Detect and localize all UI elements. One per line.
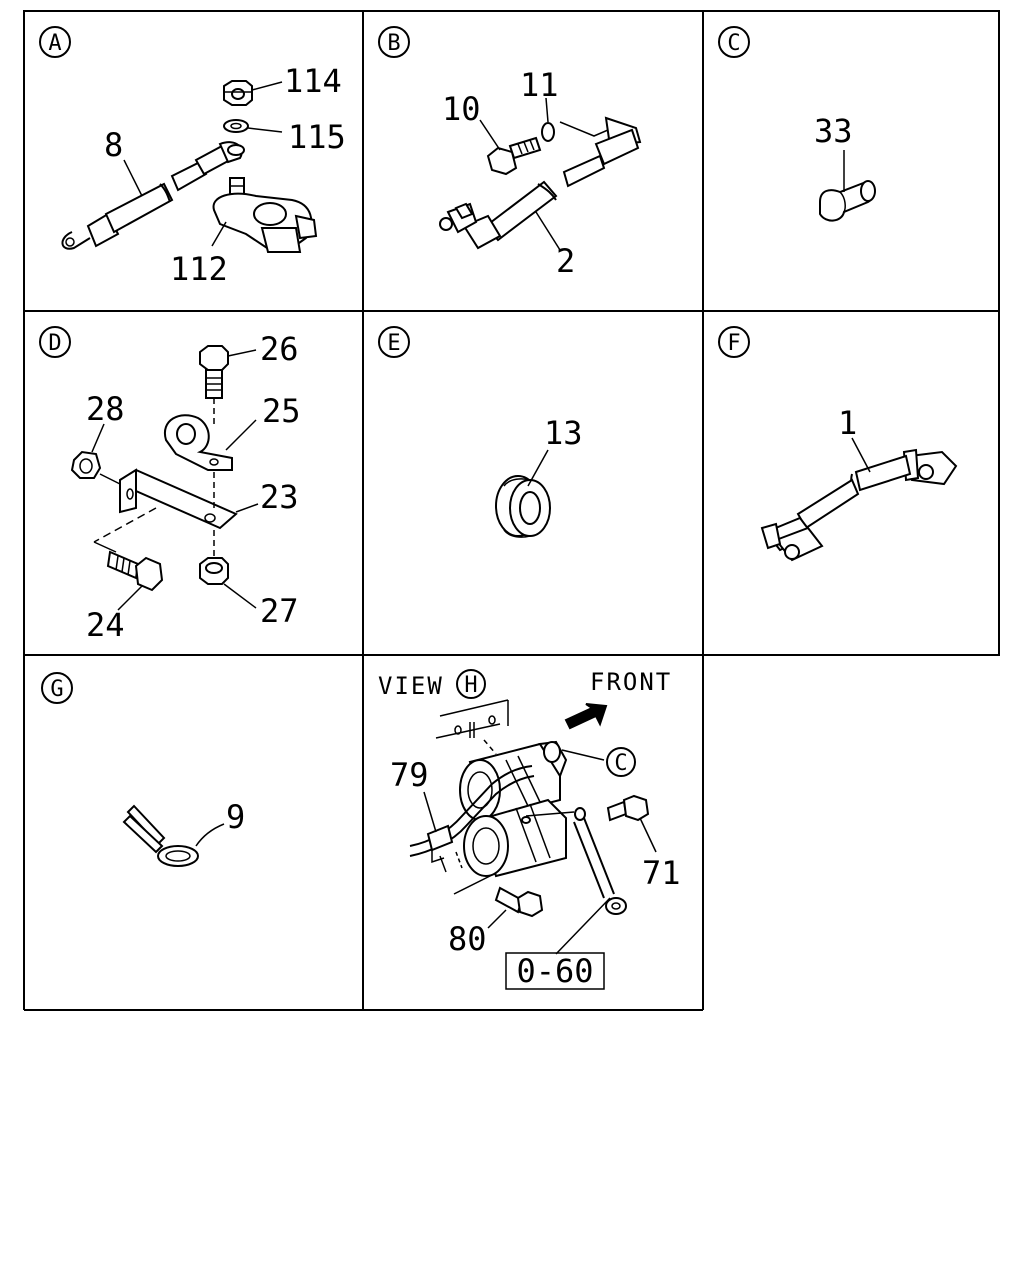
callout-g: G (50, 677, 63, 702)
callout-2: 2 (556, 242, 575, 280)
panel-d: 26 25 28 23 (70, 330, 301, 644)
callout-9: 9 (226, 798, 245, 836)
callout-10: 10 (442, 90, 481, 128)
cap-33-drawing (819, 180, 876, 222)
panel-e: 13 (495, 414, 583, 538)
callout-28: 28 (86, 390, 125, 428)
callout-b: B (387, 31, 400, 56)
callout-80: 80 (448, 920, 487, 958)
panel-a: 114 115 8 (61, 62, 346, 288)
panel-c-badge: C (718, 26, 750, 58)
panel-b: 10 11 2 (439, 66, 642, 280)
nut-27-drawing (199, 557, 229, 585)
panel-grid (23, 10, 1000, 1011)
callout-c: C (727, 31, 740, 56)
nut-28-drawing (70, 450, 102, 479)
callout-115: 115 (288, 118, 346, 156)
bolt-24-drawing (106, 550, 164, 592)
nut-114-drawing (223, 80, 253, 106)
panel-g: 9 (122, 798, 245, 867)
front-arrow-icon (564, 703, 608, 730)
ref-c-badge: C (606, 747, 636, 777)
callout-26: 26 (260, 330, 299, 368)
callout-c: C (614, 751, 627, 776)
clip-9-drawing (122, 804, 199, 867)
bracket-23-drawing (119, 468, 238, 530)
callout-33: 33 (814, 112, 853, 150)
panel-f: 1 (760, 404, 958, 562)
callout-24: 24 (86, 606, 125, 644)
callout-d: D (48, 331, 61, 356)
callout-11: 11 (520, 66, 559, 104)
view-label: VIEW (378, 672, 444, 700)
callout-8: 8 (104, 126, 123, 164)
terminal-112-drawing (212, 177, 318, 253)
panel-f-badge: F (718, 326, 750, 358)
clip-25-drawing (163, 414, 233, 471)
washer-11-drawing (541, 122, 555, 142)
callout-13: 13 (544, 414, 583, 452)
callout-27: 27 (260, 592, 299, 630)
cable-8-drawing (61, 141, 245, 250)
washer-115-drawing (223, 119, 249, 133)
panel-e-badge: E (378, 326, 410, 358)
cable-2-drawing (439, 116, 642, 250)
front-label: FRONT (590, 668, 672, 696)
ref-box-0-60: 0-60 (505, 952, 605, 990)
panel-c: 33 (814, 112, 876, 222)
panel-b-badge: B (378, 26, 410, 58)
grommet-13-drawing (495, 475, 551, 538)
callout-23: 23 (260, 478, 299, 516)
callout-a: A (48, 31, 61, 56)
callout-114: 114 (284, 62, 342, 100)
panel-h-badge: H (456, 669, 486, 699)
panel-h: VIEW H FRONT (378, 668, 681, 990)
callout-1: 1 (838, 404, 857, 442)
cable-1-drawing (760, 448, 958, 562)
bolt-26-drawing (199, 345, 229, 426)
callout-f: F (727, 331, 740, 356)
callout-25: 25 (262, 392, 301, 430)
panel-a-badge: A (39, 26, 71, 58)
callout-71: 71 (642, 854, 681, 892)
callout-0-60: 0-60 (516, 952, 593, 990)
callout-79: 79 (390, 756, 429, 794)
callout-112: 112 (170, 250, 228, 288)
panel-d-badge: D (39, 326, 71, 358)
starter-motor-drawing (409, 699, 650, 918)
panel-g-badge: G (41, 672, 73, 704)
callout-e: E (387, 331, 400, 356)
callout-h: H (464, 673, 477, 698)
